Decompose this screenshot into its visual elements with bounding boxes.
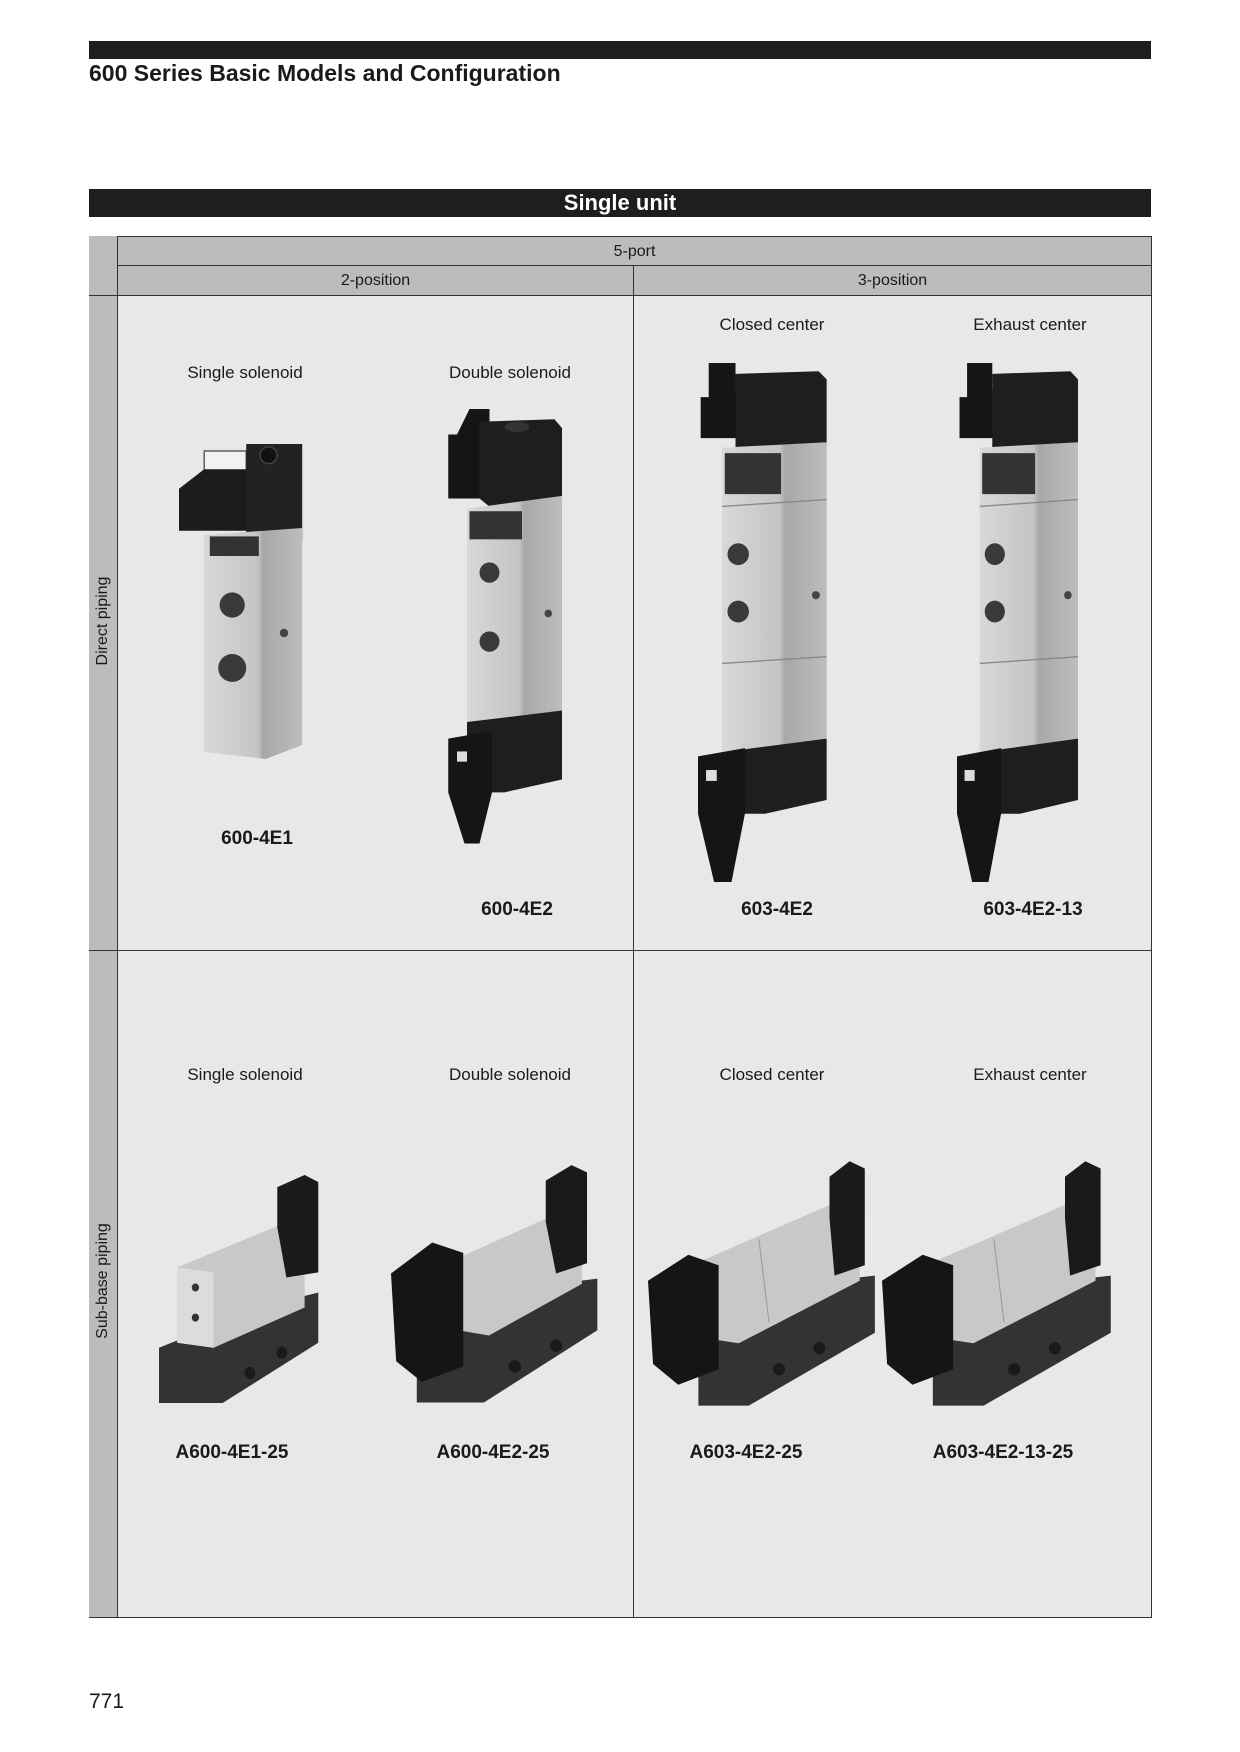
type-label: Single solenoid [187,1065,303,1084]
page-title: 600 Series Basic Models and Configuratio… [89,60,561,86]
header-5-port: 5-port [118,236,1151,266]
model-label: 603-4E2-13 [983,899,1083,920]
divider [89,295,118,296]
model-label: A600-4E1-25 [175,1442,289,1463]
valve-photo-A603-4E2-13-25 [882,1161,1111,1406]
model-label: 600-4E2 [481,899,553,920]
valve-photo-603-4E2-13 [957,363,1079,882]
row-header-direct-piping: Direct piping [94,576,111,666]
type-label: Double solenoid [449,1065,571,1084]
header-rule [89,41,1151,59]
header-2-position: 2-position [118,266,633,296]
divider [89,950,118,951]
model-label: 603-4E2 [741,899,813,920]
divider [633,296,634,1617]
section-title-bar: Single unit [89,189,1151,217]
header-3-position: 3-position [633,266,1151,296]
row-header-sub-base-piping: Sub-base piping [94,1223,111,1339]
valve-photo-A600-4E1-25 [159,1175,319,1403]
type-label: Single solenoid [187,363,303,382]
page-number: 771 [89,1690,125,1713]
model-label: 600-4E1 [221,828,293,849]
model-label: A603-4E2-13-25 [932,1442,1074,1463]
valve-photo-A600-4E2-25 [391,1165,598,1403]
type-label: Closed center [719,315,825,334]
type-label: Exhaust center [973,315,1087,334]
type-label: Closed center [719,1065,825,1084]
model-label: A603-4E2-25 [689,1442,803,1463]
type-label: Exhaust center [973,1065,1087,1084]
model-label: A600-4E2-25 [436,1442,550,1463]
row-header-column [89,236,118,1617]
valve-photo-603-4E2 [698,363,827,882]
type-label: Double solenoid [449,363,571,382]
divider [118,950,1151,951]
valve-photo-A603-4E2-25 [648,1161,875,1406]
valve-photo-600-4E2 [448,409,562,844]
valve-photo-600-4E1 [179,444,303,759]
